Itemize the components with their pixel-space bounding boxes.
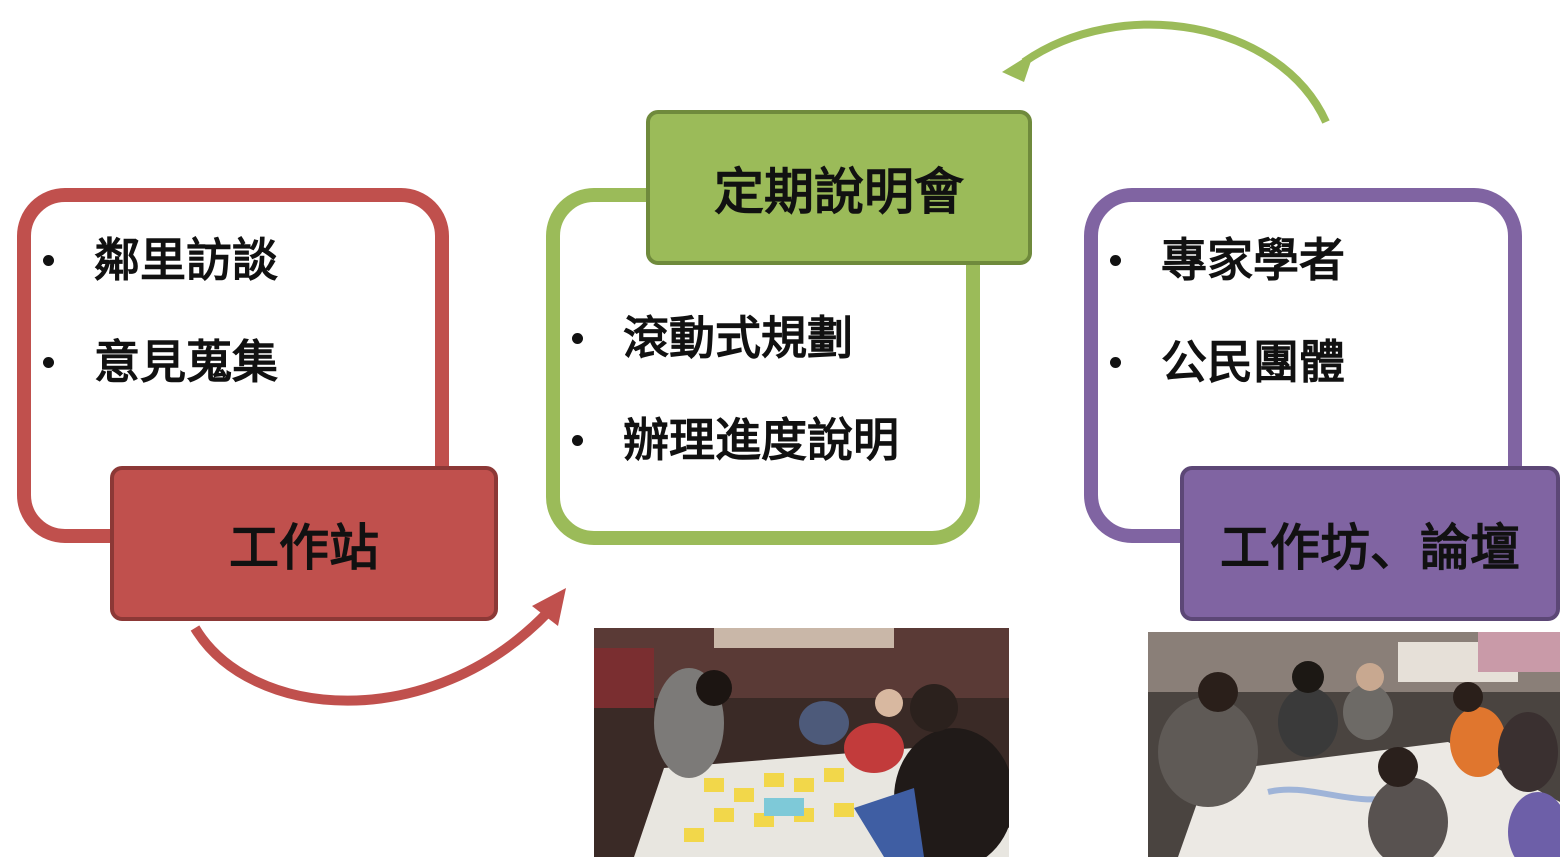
forum-photo-image — [1148, 632, 1560, 857]
bullet-icon — [572, 434, 583, 446]
list-item: 滾動式規劃 — [572, 312, 899, 364]
briefing-tab: 定期說明會 — [646, 110, 1032, 265]
list-item: 辦理進度說明 — [572, 414, 899, 466]
bullet-icon — [43, 254, 54, 266]
briefing-list: 滾動式規劃 辦理進度說明 — [572, 312, 899, 516]
list-item: 鄰里訪談 — [43, 234, 278, 286]
bullet-icon — [572, 332, 583, 344]
list-item: 意見蒐集 — [43, 336, 278, 388]
green-arrowhead — [1002, 52, 1034, 82]
red-curved-arrow — [190, 608, 552, 706]
workshop-tab: 工作坊、論壇 — [1180, 466, 1560, 621]
list-item: 專家學者 — [1110, 234, 1345, 286]
list-item: 公民團體 — [1110, 336, 1345, 388]
bullet-icon — [43, 356, 54, 368]
bullet-icon — [1110, 356, 1121, 368]
forum-photo — [1148, 632, 1560, 857]
workshop-photo — [594, 628, 1009, 857]
bullet-icon — [1110, 254, 1121, 266]
red-arrowhead — [532, 588, 566, 626]
workshop-list: 專家學者 公民團體 — [1110, 234, 1345, 438]
workshop-photo-image — [594, 628, 1009, 857]
workstation-tab: 工作站 — [110, 466, 498, 621]
green-curved-arrow — [1021, 20, 1330, 124]
workstation-list: 鄰里訪談 意見蒐集 — [43, 234, 278, 438]
